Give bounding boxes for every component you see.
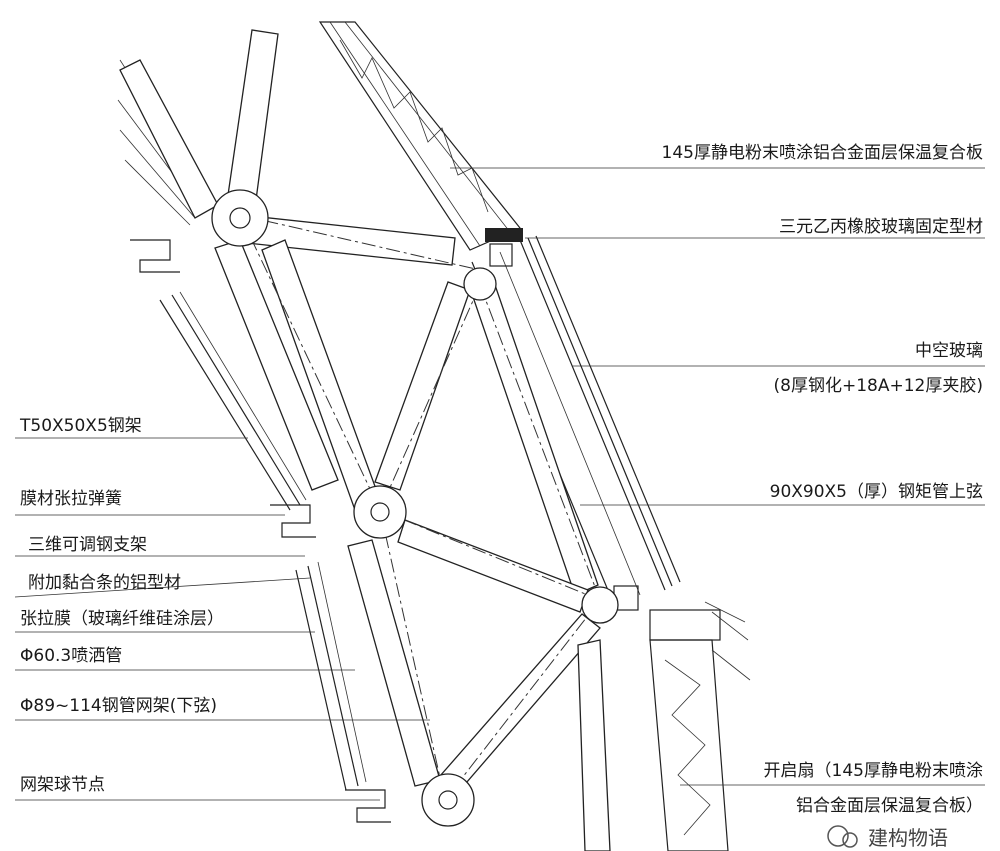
label-membrane-spring: 膜材张拉弹簧 — [20, 489, 122, 509]
label-insulated-glass-spec: (8厚钢化+18A+12厚夹胶) — [774, 376, 983, 396]
label-sprinkler-pipe: Φ60.3喷洒管 — [20, 646, 122, 666]
opening-sash-panel — [649, 601, 751, 851]
label-opening-sash: 开启扇（145厚静电粉末喷涂 — [764, 761, 983, 781]
label-steel-frame: T50X50X5钢架 — [19, 416, 142, 436]
leader-lines-left — [14, 437, 430, 801]
label-aluminum-profile: 附加黏合条的铝型材 — [28, 573, 181, 593]
label-upper-chord: 90X90X5（厚）钢矩管上弦 — [770, 482, 983, 502]
label-adjustable-bracket: 三维可调钢支架 — [28, 535, 147, 555]
space-frame-tubes — [119, 29, 611, 851]
watermark: 建构物语 — [827, 825, 948, 850]
label-ball-node: 网架球节点 — [20, 775, 105, 795]
leader-lines-right — [450, 167, 985, 786]
label-lower-chord: Φ89~114钢管网架(下弦) — [20, 696, 217, 716]
label-composite-panel: 145厚静电粉末喷涂铝合金面层保温复合板 — [662, 143, 983, 163]
watermark-text: 建构物语 — [868, 826, 948, 850]
top-composite-panel — [318, 21, 523, 251]
label-epdm-profile: 三元乙丙橡胶玻璃固定型材 — [779, 217, 983, 237]
label-insulated-glass: 中空玻璃 — [915, 341, 983, 361]
wechat-icon — [827, 825, 849, 847]
label-opening-sash-line2: 铝合金面层保温复合板） — [796, 796, 983, 816]
ball-nodes — [211, 189, 619, 827]
label-tension-membrane: 张拉膜（玻璃纤维硅涂层） — [20, 609, 224, 629]
